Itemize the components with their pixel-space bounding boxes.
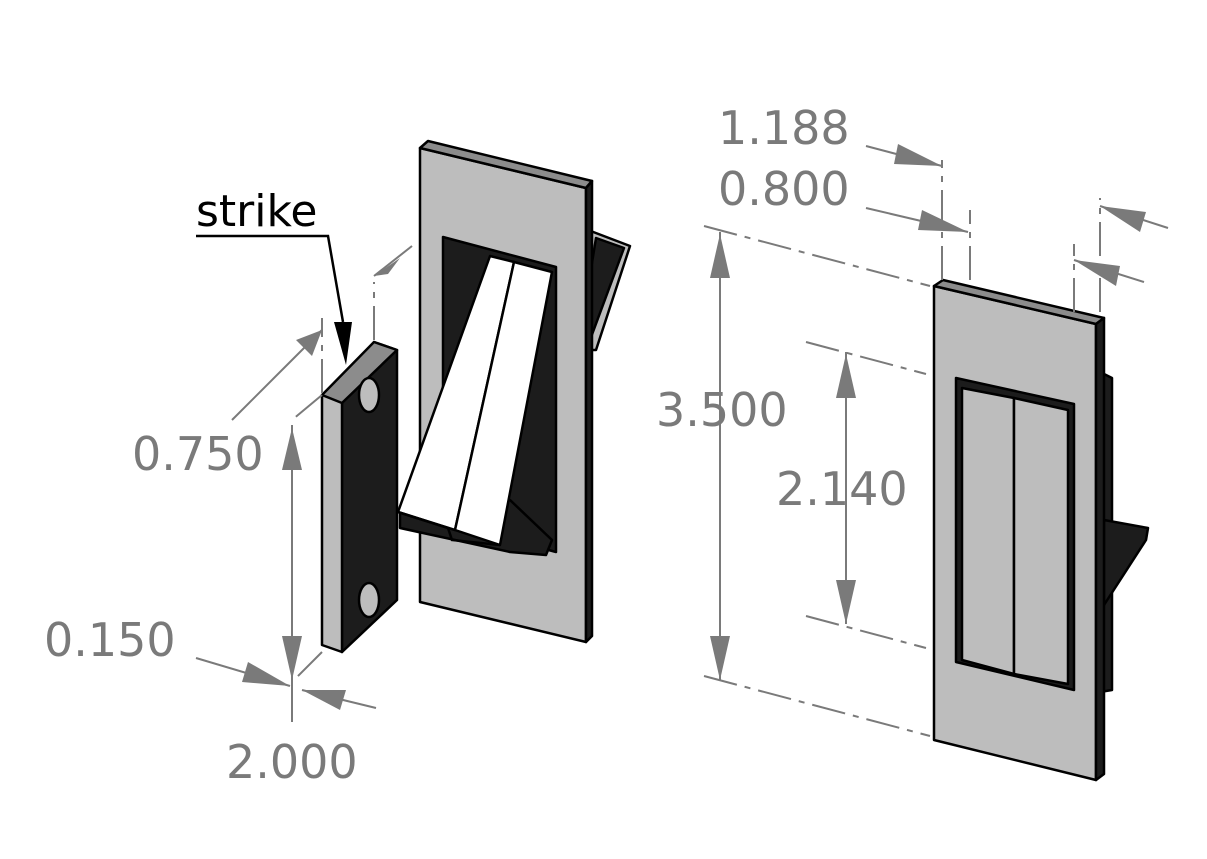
strike-lower-hole: [357, 581, 381, 619]
lever-bottom-edge: [397, 510, 501, 547]
callout-leader: [196, 234, 345, 323]
strike-top: [320, 340, 399, 405]
strike-callout-label: strike: [196, 186, 317, 237]
arrow-0150-a: [242, 662, 290, 686]
ext-line-2140-top: [805, 341, 927, 375]
strike-upper-hole: [357, 376, 381, 414]
arrow-2000-bottom: [282, 636, 302, 680]
arrow-0800-b: [1074, 260, 1120, 286]
arrow-3500-top: [710, 234, 730, 278]
arrow-2140-top: [836, 354, 856, 398]
dim-label-0750: 0.750: [132, 427, 264, 481]
ext-line-3500-top: [703, 225, 931, 287]
latch-faceplate-side: [584, 179, 594, 644]
arrow-2000-top: [282, 428, 302, 470]
arrow-0150-b: [302, 690, 346, 710]
dim-label-1188: 1.188: [718, 101, 850, 155]
right-latch-assembly: [932, 278, 1150, 782]
arrow-0750: [296, 330, 322, 356]
callout-arrowhead: [334, 322, 352, 365]
arrow-1188-b: [1100, 206, 1146, 232]
arrow-0800: [918, 210, 968, 232]
dim-label-2000: 2.000: [226, 735, 358, 789]
ext-line-strike-upper: [291, 394, 323, 421]
left-dimensions: 0.750 2.000 0.150: [44, 245, 413, 789]
arrow-1188: [894, 144, 942, 166]
dim-label-0800: 0.800: [718, 162, 850, 216]
arrow-0750-b: [374, 258, 400, 276]
arrow-2140-bottom: [836, 580, 856, 624]
strike-callout: strike: [196, 186, 352, 365]
right-lever-left: [960, 386, 1016, 676]
ext-line-2140-bottom: [805, 615, 927, 649]
arrow-3500-bottom: [710, 636, 730, 680]
ext-line-3500-bottom: [703, 675, 931, 737]
dim-label-2140: 2.140: [776, 462, 908, 516]
strike-front: [320, 393, 344, 654]
ext-line-strike-lower: [291, 651, 323, 683]
latch-rear-lever: [1102, 518, 1150, 607]
right-lever-right: [1012, 396, 1070, 686]
right-faceplate-side: [1094, 316, 1106, 782]
right-dimensions: 1.188 0.800 3.500 2.140: [656, 101, 1169, 737]
left-latch-assembly: [320, 139, 632, 654]
dim-label-3500: 3.500: [656, 383, 788, 437]
dim-line-0750-ext: [373, 245, 413, 277]
dim-label-0150: 0.150: [44, 613, 176, 667]
